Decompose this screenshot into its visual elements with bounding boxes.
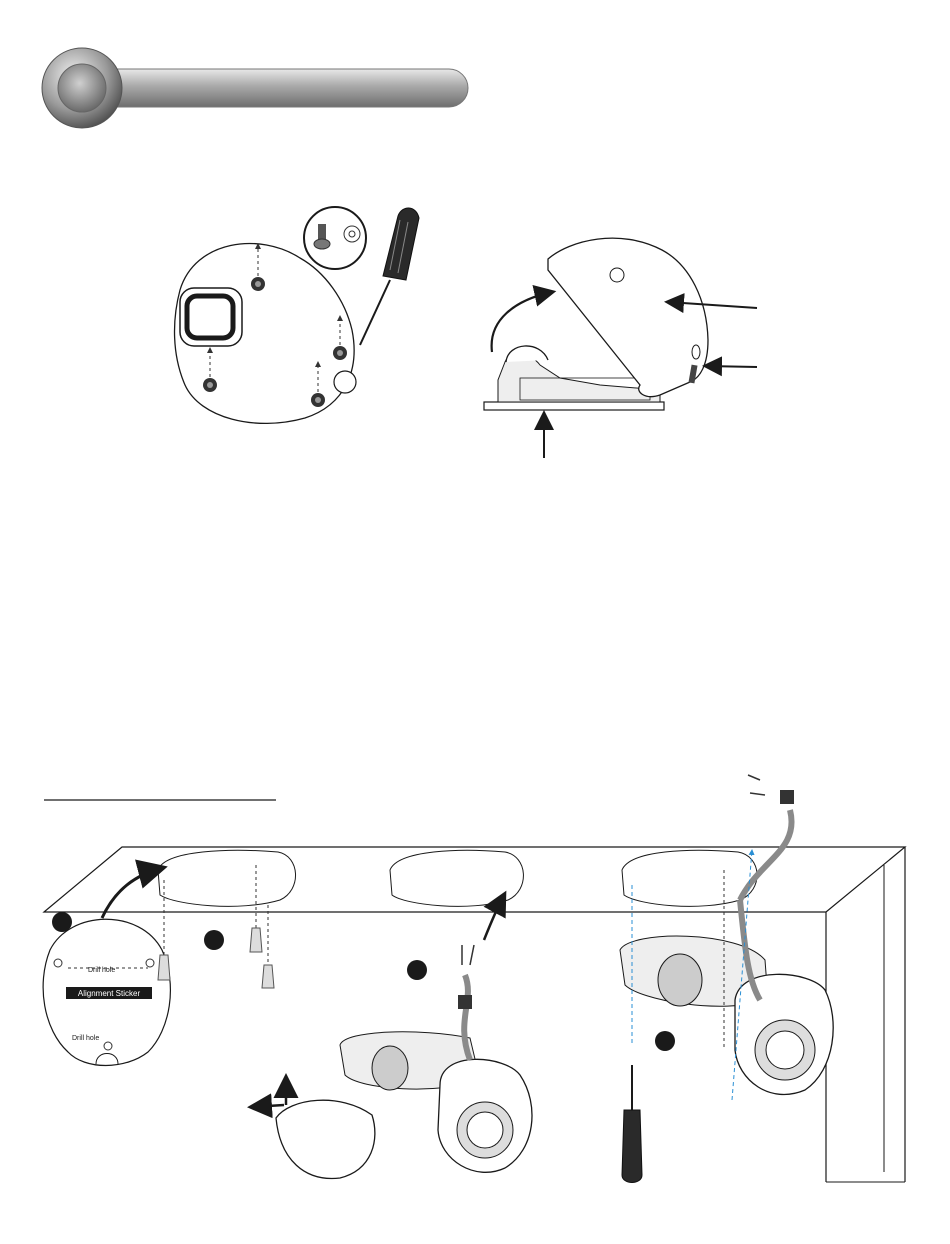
lift-arrow <box>492 292 552 352</box>
sticker-drill-hole-bottom: Drill hole <box>72 1035 99 1042</box>
seal-pointer-arrow <box>706 366 757 367</box>
screw-detail-inset <box>304 207 366 269</box>
mounted-housing-step4 <box>620 775 833 1100</box>
figure-ceiling-installation: Drill hole Alignment Sticker Drill hole <box>43 775 905 1183</box>
sticker-drill-hole-top: Drill hole <box>88 967 115 974</box>
figure-dome-side <box>484 238 757 458</box>
section-header-bar <box>42 48 468 128</box>
base-plate <box>484 402 664 410</box>
dome-cover <box>548 238 708 396</box>
alignment-sticker: Drill hole Alignment Sticker Drill hole <box>43 919 170 1065</box>
figure-housing-screws <box>175 207 419 423</box>
dome-cover-step3 <box>252 1078 375 1178</box>
step-4-marker <box>655 1031 675 1051</box>
screwdriver-step4-icon <box>622 1065 642 1183</box>
screwdriver-icon <box>360 208 419 345</box>
sticker-title: Alignment Sticker <box>78 989 141 998</box>
cable-grommet <box>334 371 356 393</box>
step-2-marker <box>204 930 224 950</box>
step-3-marker <box>407 960 427 980</box>
